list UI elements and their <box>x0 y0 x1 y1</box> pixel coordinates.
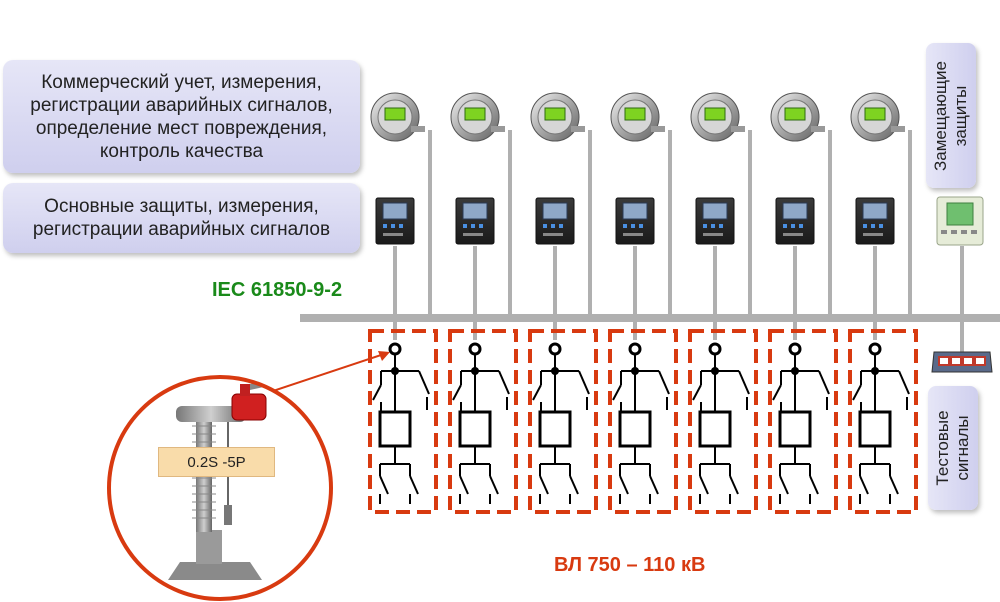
bay-1 <box>368 92 438 514</box>
electricity-meter-icon <box>610 92 665 142</box>
backup-relay-icon <box>936 196 984 246</box>
breaker <box>538 410 572 448</box>
breaker <box>458 410 492 448</box>
lower-right-blade <box>409 475 419 495</box>
protection-relay-icon <box>695 197 735 245</box>
optical-current-transformer-icon <box>107 375 333 601</box>
lower-right-blade <box>649 475 659 495</box>
switch-right-blade <box>658 370 670 395</box>
breaker <box>698 410 732 448</box>
switch-right-blade <box>818 370 830 395</box>
switch-right-blade <box>418 370 430 395</box>
bay-border <box>688 329 758 514</box>
commercial-metering-box: Коммерческий учет, измерения, регистраци… <box>3 60 360 173</box>
line-voltage-label: ВЛ 750 – 110 кВ <box>554 554 706 576</box>
ct-symbol <box>708 342 722 356</box>
lower-right-blade <box>569 475 579 495</box>
ct-symbol <box>868 342 882 356</box>
bay-border <box>448 329 518 514</box>
ct-pointer-arrowhead <box>378 351 390 361</box>
lower-left-blade <box>779 475 789 495</box>
commercial-line-4: контроль качества <box>99 140 264 162</box>
bay-7 <box>848 92 918 514</box>
process-bus <box>300 314 1000 322</box>
ct-class-label: 0.2S -5P <box>158 447 275 477</box>
switch-left-blade <box>852 384 862 401</box>
bay-4 <box>608 92 678 514</box>
ct-symbol <box>628 342 642 356</box>
main-protection-line-2: регистрации аварийных сигналов <box>32 219 331 240</box>
switch-left-blade <box>532 384 542 401</box>
electricity-meter-icon <box>450 92 505 142</box>
breaker <box>378 410 412 448</box>
bay-3 <box>528 92 598 514</box>
bay-5 <box>688 92 758 514</box>
lower-left-blade <box>699 475 709 495</box>
bay-border <box>848 329 918 514</box>
ct-symbol <box>468 342 482 356</box>
bay-6 <box>768 92 838 514</box>
switch-left-blade <box>452 384 462 401</box>
commercial-line-2: регистрации аварийных сигналов, <box>30 94 333 116</box>
switch-right-blade <box>898 370 910 395</box>
breaker <box>858 410 892 448</box>
electricity-meter-icon <box>530 92 585 142</box>
lower-left-blade <box>379 475 389 495</box>
lower-left-blade <box>859 475 869 495</box>
test-set-icon <box>931 351 993 373</box>
bay-border <box>368 329 438 514</box>
lower-right-blade <box>889 475 899 495</box>
lower-right-blade <box>489 475 499 495</box>
protection-relay-icon <box>375 197 415 245</box>
protection-relay-icon <box>775 197 815 245</box>
main-protection-line-1: Основные защиты, измерения, <box>44 196 319 217</box>
protection-relay-icon <box>455 197 495 245</box>
lower-right-blade <box>729 475 739 495</box>
electricity-meter-icon <box>370 92 425 142</box>
electricity-meter-icon <box>770 92 825 142</box>
bay-border <box>768 329 838 514</box>
switch-right-blade <box>738 370 750 395</box>
electricity-meter-icon <box>690 92 745 142</box>
bay-2 <box>448 92 518 514</box>
ct-symbol <box>388 342 402 356</box>
switch-left-blade <box>372 384 382 401</box>
switch-left-blade <box>612 384 622 401</box>
switch-right-blade <box>578 370 590 395</box>
electricity-meter-icon <box>850 92 905 142</box>
test-signals-box: Тестовые сигналы <box>928 386 978 510</box>
ct-symbol <box>788 342 802 356</box>
protection-relay-icon <box>535 197 575 245</box>
switch-left-blade <box>692 384 702 401</box>
lower-right-blade <box>809 475 819 495</box>
switch-right-blade <box>498 370 510 395</box>
protection-relay-icon <box>855 197 895 245</box>
breaker <box>618 410 652 448</box>
lower-left-blade <box>459 475 469 495</box>
bus-standard-label: IEC 61850-9-2 <box>212 279 343 301</box>
main-protection-box: Основные защиты, измерения, регистрации … <box>3 183 360 253</box>
backup-protection-box: Замещающие защиты <box>926 43 976 188</box>
lower-left-blade <box>539 475 549 495</box>
commercial-line-1: Коммерческий учет, измерения, <box>41 71 322 93</box>
commercial-line-3: определение мест повреждения, <box>35 117 328 139</box>
protection-relay-icon <box>615 197 655 245</box>
bay-border <box>608 329 678 514</box>
switch-left-blade <box>772 384 782 401</box>
lower-left-blade <box>619 475 629 495</box>
breaker <box>778 410 812 448</box>
ct-symbol <box>548 342 562 356</box>
bay-border <box>528 329 598 514</box>
